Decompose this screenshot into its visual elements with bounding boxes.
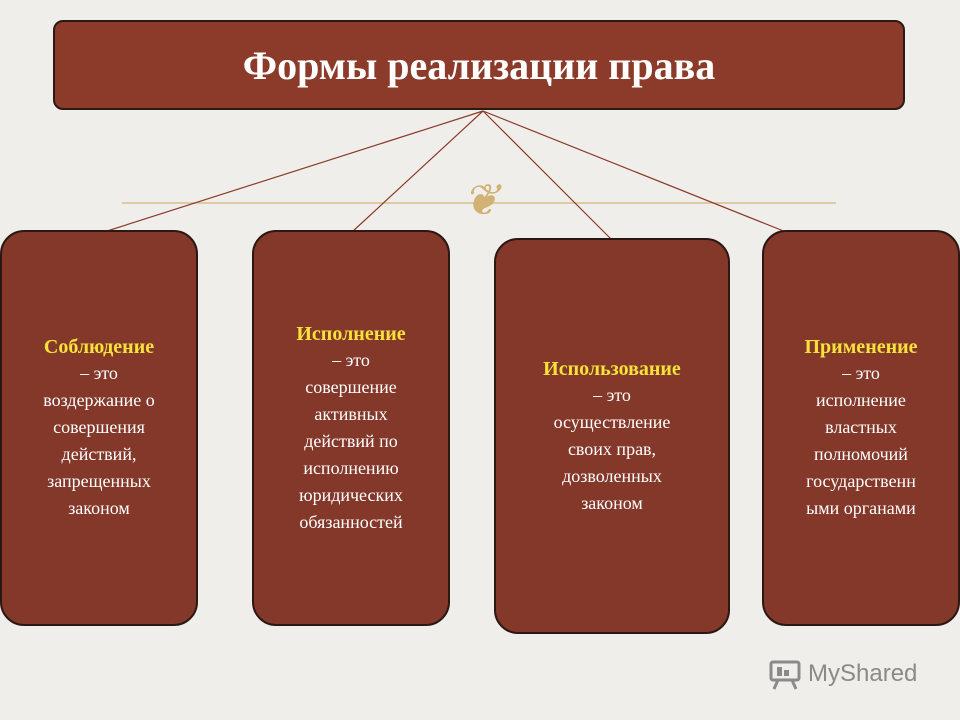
connector-line-4 [482, 110, 787, 233]
card-description: – это совершение активных действий по ис… [299, 349, 403, 532]
form-card-use: Использование – это осуществление своих … [494, 238, 730, 634]
card-term: Соблюдение [43, 336, 155, 358]
card-term: Применение [804, 336, 918, 358]
connector-line-1 [103, 110, 484, 233]
ornament-icon: ❦ [462, 175, 500, 226]
connector-line-3 [482, 110, 613, 241]
form-card-application: Применение – это исполнение властных пол… [762, 230, 960, 626]
card-description: – это исполнение властных полномочий гос… [806, 363, 916, 518]
form-card-observance: Соблюдение – это воздержание о совершени… [0, 230, 198, 626]
card-description: – это воздержание о совершения действий,… [43, 363, 155, 518]
connector-line-2 [351, 110, 484, 233]
presentation-board-icon [769, 660, 801, 690]
card-term: Исполнение [296, 322, 406, 345]
card-term: Использование [543, 357, 681, 380]
form-card-execution: Исполнение – это совершение активных дей… [252, 230, 450, 626]
diagram-title: Формы реализации права [53, 20, 905, 110]
watermark-text: MyShared [808, 660, 918, 687]
watermark: MyShared [768, 654, 917, 694]
card-description: – это осуществление своих прав, дозволен… [553, 384, 671, 513]
